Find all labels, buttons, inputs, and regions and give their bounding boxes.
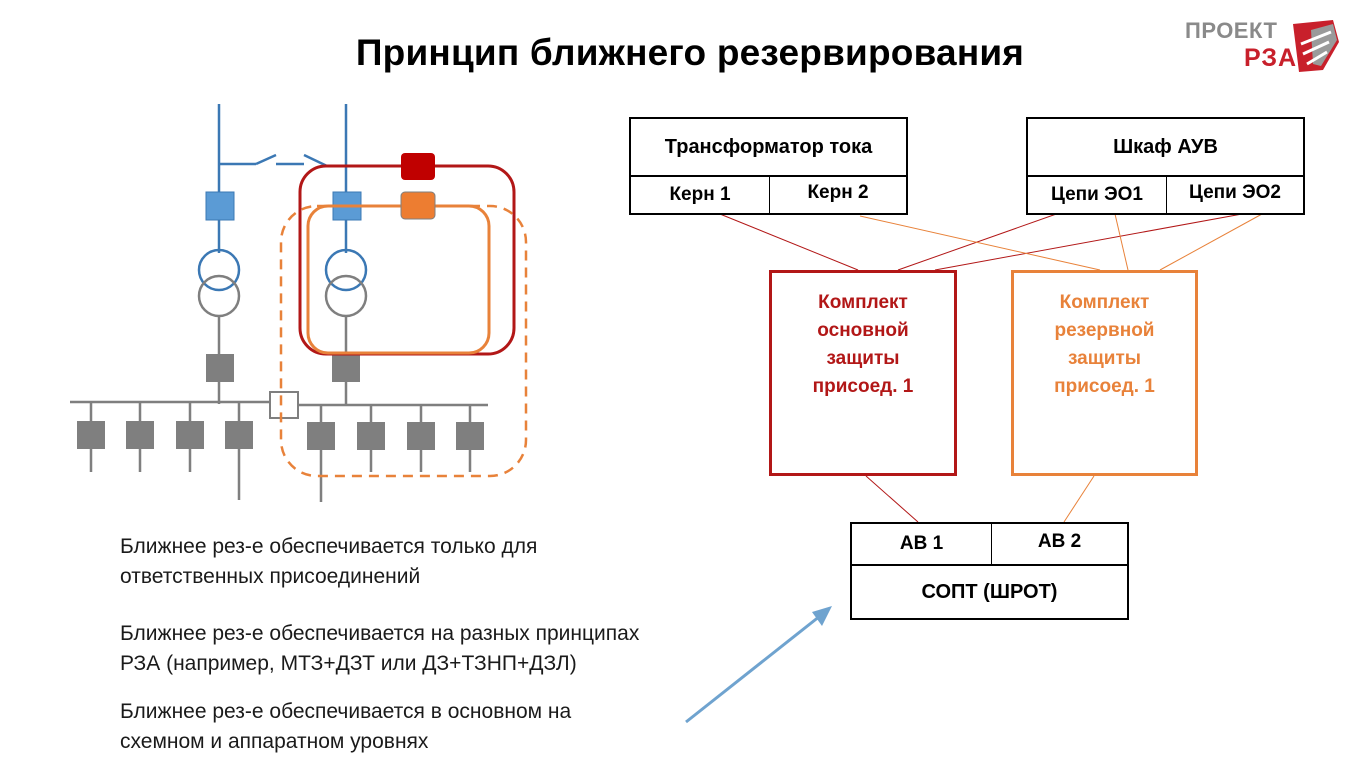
ct-core-2: Керн 2 xyxy=(807,182,869,203)
auv-title: Шкаф АУВ xyxy=(1113,135,1218,158)
main-protection-set: Комплект основной защиты присоед. 1 xyxy=(769,270,957,476)
bus-section-breaker xyxy=(269,391,299,419)
outgoing-feeders-right xyxy=(307,405,484,502)
backup-protection-label: Комплект резервной защиты присоед. 1 xyxy=(1054,292,1155,397)
dc-system-block: АВ 1 АВ 2 СОПТ (ШРОТ) xyxy=(850,522,1129,620)
link-eo1-main xyxy=(897,211,1063,271)
note-1: Ближнее рез-е обеспечивается только для … xyxy=(120,535,538,588)
backup-protection-zone-inner xyxy=(306,204,491,355)
arrow-icon xyxy=(685,606,832,724)
link-backup-av2 xyxy=(1063,475,1095,523)
ct-title: Трансформатор тока xyxy=(664,135,873,158)
dc-system-label: СОПТ (ШРОТ) xyxy=(921,580,1058,603)
breaker-av1: АВ 1 xyxy=(899,533,944,554)
ct-right-lower xyxy=(324,274,368,318)
auv-circuit-eo2: Цепи ЭО2 xyxy=(1189,182,1281,203)
logo: ПРОЕКТ РЗА xyxy=(1183,14,1343,74)
logo-text-top: ПРОЕКТ xyxy=(1185,18,1278,43)
auv-block: Шкаф АУВ Цепи ЭО1 Цепи ЭО2 xyxy=(1026,117,1305,215)
link-eo2-backup xyxy=(1159,213,1263,271)
outgoing-feeders-left xyxy=(77,402,253,500)
link-eo1-backup xyxy=(1114,213,1129,271)
ct-block: Трансформатор тока Керн 1 Керн 2 xyxy=(629,117,908,215)
breaker-left xyxy=(205,191,235,221)
logo-text-bottom: РЗА xyxy=(1244,44,1298,72)
breaker-av2: АВ 2 xyxy=(1037,531,1082,552)
link-eo2-main xyxy=(934,211,1254,271)
ct-core-1: Керн 1 xyxy=(669,184,731,205)
feeder-right xyxy=(324,104,368,404)
link-core2-backup xyxy=(859,215,1101,271)
main-protection-label: Комплект основной защиты присоед. 1 xyxy=(812,292,914,397)
ct-right-upper xyxy=(324,248,368,292)
backup-relay-block xyxy=(400,191,436,220)
connection-lines xyxy=(714,211,1263,523)
auv-circuit-eo1: Цепи ЭО1 xyxy=(1051,184,1143,205)
note-3: Ближнее рез-е обеспечивается в основном … xyxy=(120,700,572,753)
ct-left-upper xyxy=(197,248,241,292)
breaker-right-lower xyxy=(332,354,360,382)
note-2: Ближнее рез-е обеспечивается на разных п… xyxy=(120,622,640,675)
ct-left-lower xyxy=(197,274,241,318)
backup-protection-set: Комплект резервной защиты присоед. 1 xyxy=(1011,270,1198,476)
breaker-left-lower xyxy=(206,354,234,382)
page-title: Принцип ближнего резервирования xyxy=(355,32,1025,73)
main-relay-block xyxy=(401,153,435,180)
link-core1-main xyxy=(714,211,859,271)
feeder-left xyxy=(197,104,328,404)
logo-emblem-icon xyxy=(1293,20,1339,72)
link-main-av1 xyxy=(865,475,919,523)
